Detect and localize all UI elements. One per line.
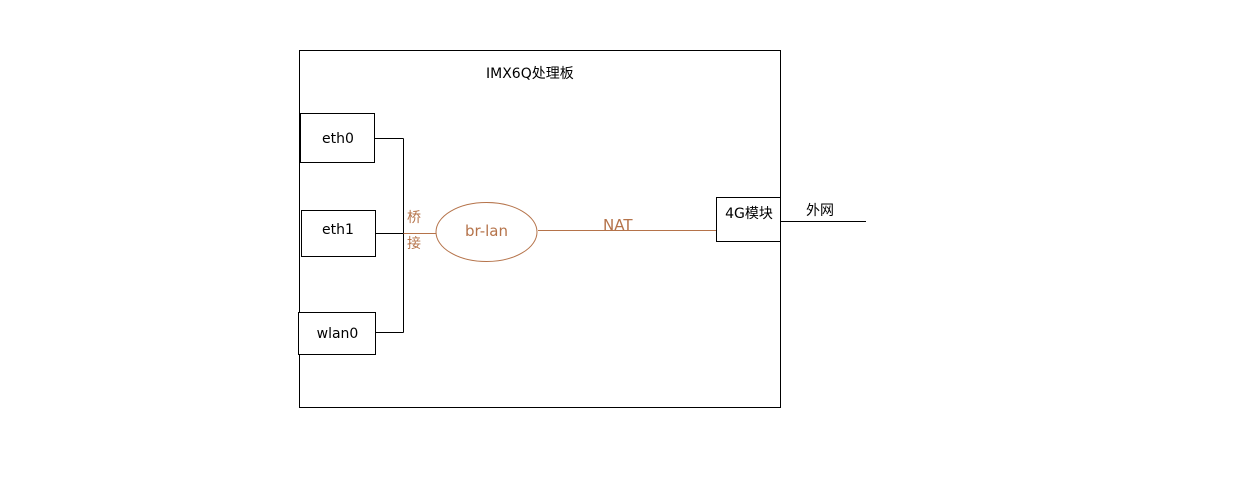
nat-label: NAT — [603, 216, 633, 234]
wan-label: 外网 — [806, 203, 834, 219]
bridge-label-top: 桥 — [407, 210, 421, 226]
wlan0-box — [298, 312, 376, 355]
eth0-label: eth0 — [322, 131, 354, 147]
eth1-label: eth1 — [322, 222, 354, 238]
4g-module-box — [716, 197, 781, 242]
br-lan-label: br-lan — [464, 222, 508, 240]
board-title: IMX6Q处理板 — [486, 66, 574, 82]
wlan0-label: wlan0 — [316, 326, 359, 342]
eth1-box — [301, 210, 376, 257]
br-lan-ellipse — [435, 202, 538, 262]
bridge-label-bottom: 接 — [407, 236, 421, 252]
4g-module-label: 4G模块 — [725, 206, 773, 222]
eth0-box — [300, 113, 375, 163]
